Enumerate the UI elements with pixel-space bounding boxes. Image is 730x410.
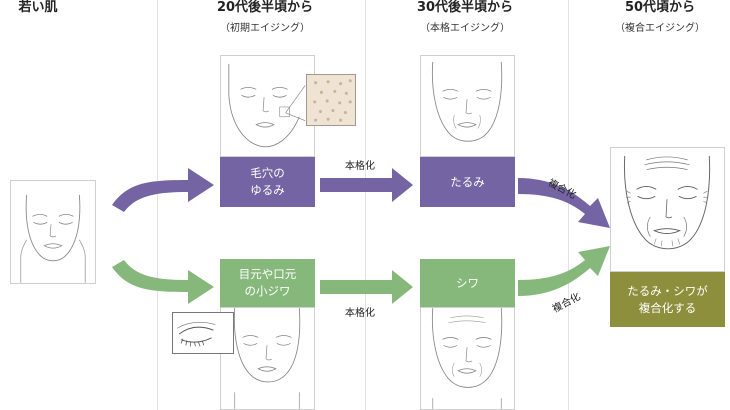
arrow-pores-to-sagging xyxy=(320,168,413,202)
stage-sagging-label: たるみ xyxy=(450,174,485,189)
stage-combined-line2: 複合化する xyxy=(638,300,697,315)
face-30s-sagging-drawing xyxy=(431,61,503,142)
face-young xyxy=(10,180,96,284)
column-subtitle-20s: （初期エイジング） xyxy=(220,23,310,34)
stage-pores-line1: 毛穴の xyxy=(250,166,285,180)
arrow-wrinkles-to-combined xyxy=(518,246,610,296)
column-subtitle-50s: （複合エイジング） xyxy=(615,23,705,34)
face-50s-combined xyxy=(610,147,725,272)
face-50s-combined-drawing xyxy=(623,155,711,250)
stage-pores: 毛穴の ゆるみ xyxy=(220,157,315,207)
arrow-young-to-pores xyxy=(112,168,214,212)
column-title-20s: 20代後半頃から xyxy=(216,0,314,15)
pore-closeup-inset xyxy=(306,74,356,126)
column-subtitle-30s: （本格エイジング） xyxy=(420,23,510,34)
label-full-bottom: 本格化 xyxy=(345,308,375,319)
column-divider xyxy=(365,0,366,410)
eye-closeup-inset xyxy=(172,312,234,354)
eye-lines-drawing xyxy=(177,321,216,347)
column-divider xyxy=(568,0,569,410)
column-divider xyxy=(157,0,158,410)
stage-sagging: たるみ xyxy=(420,157,515,207)
face-20s-lines-drawing xyxy=(233,308,301,409)
column-title-young: 若い肌 xyxy=(18,0,58,15)
face-20s-pores xyxy=(220,55,315,157)
stage-pores-line2: ゆるみ xyxy=(250,183,285,197)
column-title-30s: 30代後半頃から xyxy=(416,0,514,15)
face-30s-sagging xyxy=(420,55,515,157)
face-20s-pores-drawing xyxy=(228,63,306,148)
label-combine-bottom: 複合化 xyxy=(550,291,583,316)
arrow-lines-to-wrinkles xyxy=(320,270,413,304)
stage-fine-lines: 目元や口元 の小ジワ xyxy=(220,259,315,307)
stage-fine-lines-line1: 目元や口元 xyxy=(238,267,297,281)
face-30s-wrinkles xyxy=(420,307,515,410)
stage-combined: たるみ・シワが 複合化する xyxy=(610,272,725,327)
face-20s-lines xyxy=(220,307,315,410)
pore-dots-drawing xyxy=(313,79,352,122)
stage-fine-lines-line2: の小ジワ xyxy=(244,284,291,298)
stage-combined-line1: たるみ・シワが xyxy=(627,283,708,298)
arrow-young-to-lines xyxy=(112,260,214,304)
label-combine-top: 複合化 xyxy=(545,177,578,202)
label-full-top: 本格化 xyxy=(345,161,375,172)
face-young-drawing xyxy=(20,194,86,283)
column-title-50s: 50代頃から xyxy=(624,0,696,15)
face-30s-wrinkles-drawing xyxy=(431,308,503,409)
stage-wrinkles: シワ xyxy=(420,259,515,307)
stage-wrinkles-label: シワ xyxy=(456,275,479,290)
